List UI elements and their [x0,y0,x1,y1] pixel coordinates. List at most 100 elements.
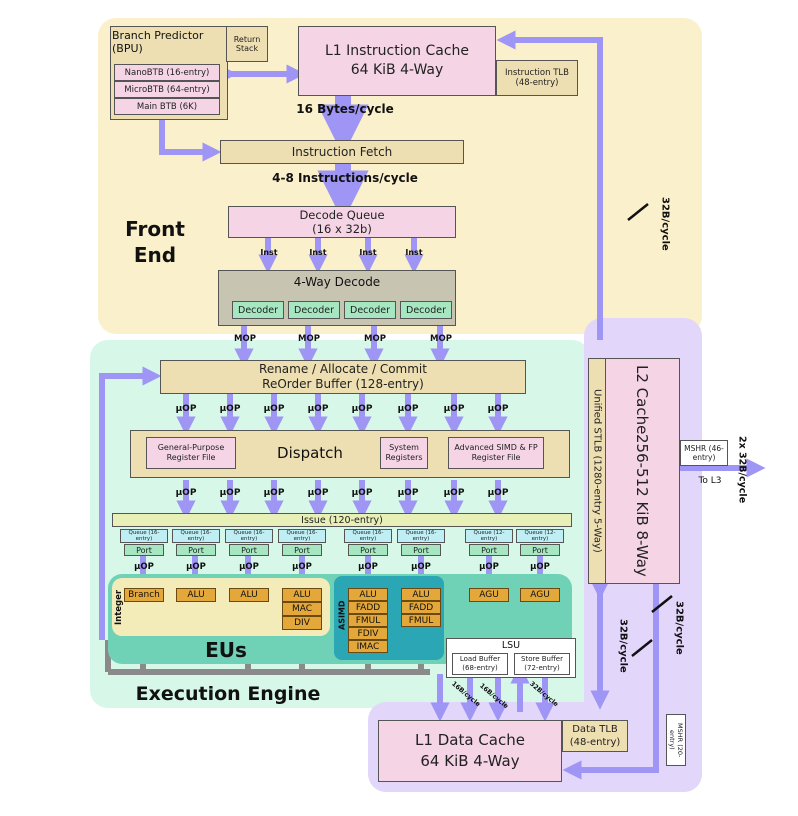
decoder-unit: Decoder [288,301,340,319]
branch-predictor-title: Branch Predictor (BPU) [112,29,204,55]
uop-label: μOP [134,561,154,572]
decoder-unit: Decoder [344,301,396,319]
front-end-label: Front End [112,214,198,270]
fmul-unit: FMUL [348,614,388,627]
issue-queue-bar: Issue (120-entry) [112,513,572,527]
decode-queue-size: (16 x 32b) [312,222,372,236]
mop-label: MOP [430,334,452,344]
l3-bandwidth-text: 2x 32B/cycle [736,436,748,504]
l2-cache: L2 Cache 256-512 KiB 8-Way [604,358,680,584]
mac-unit: MAC [282,602,322,616]
uop-label: μOP [263,404,285,414]
issue-port: Port [229,544,269,556]
uop-label: μOP [307,488,329,498]
l3-bandwidth-label: 2x 32B/cycle [734,420,750,520]
l2-l1d-bandwidth-label: 32B/cycle [670,590,688,666]
instruction-fetch: Instruction Fetch [220,140,464,164]
simd-fp-register-file: Advanced SIMD & FP Register File [448,437,544,469]
fmul-unit: FMUL [401,614,441,627]
simd-alu-unit: ALU [348,588,388,601]
uop-label: μOP [219,404,241,414]
simd-alu-unit: ALU [401,588,441,601]
inst-label: Inst [359,247,377,257]
l2-size: 256-512 KiB 8-Way [633,434,651,578]
uop-label: μOP [479,561,499,572]
inst-label: Inst [309,247,327,257]
issue-queue: Queue (16-entry) [397,529,445,543]
decoder-unit: Decoder [232,301,284,319]
uop-label: μOP [263,488,285,498]
alu-unit: ALU [176,588,216,602]
branch-unit: Branch [124,588,164,602]
lsu-title: LSU [501,639,521,651]
issue-queue: Queue (16-entry) [120,529,168,543]
l1-instruction-cache: L1 Instruction Cache 64 KiB 4-Way [298,26,496,96]
data-tlb: Data TLB (48-entry) [562,720,628,752]
uop-label: μOP [443,404,465,414]
mshr-l1d: MSHR (20-entry) [666,714,686,766]
l1i-l2-bandwidth-text: 32B/cycle [659,197,671,251]
micro-btb: MicroBTB (64-entry) [114,81,220,98]
uop-label: μOP [219,488,241,498]
to-l3-label: To L3 [698,476,722,486]
issue-queue: Queue (12-entry) [516,529,564,543]
l2-l1d-bandwidth-text: 32B/cycle [673,601,685,655]
bytes-per-cycle-label: 16 Bytes/cycle [296,102,394,116]
uop-label: μOP [487,488,509,498]
front-end-word1: Front [125,217,185,241]
decode-queue: Decode Queue (16 x 32b) [228,206,456,238]
issue-queue: Queue (16-entry) [278,529,326,543]
uop-label: μOP [358,561,378,572]
load-buffer: Load Buffer (68-entry) [452,653,508,675]
decode-queue-title: Decode Queue [299,208,385,222]
mshr-l1d-label: MSHR (20-entry) [668,722,684,758]
store-buffer: Store Buffer (72-entry) [514,653,570,675]
issue-port: Port [520,544,560,556]
issue-port: Port [469,544,509,556]
uop-label: μOP [397,488,419,498]
return-stack-box: Return Stack [226,26,268,62]
l1i-l2-bandwidth-label: 32B/cycle [656,186,674,262]
l1d-title: L1 Data Cache [415,731,525,749]
instructions-per-cycle-label: 4-8 Instructions/cycle [272,171,418,185]
decoder-unit: Decoder [400,301,452,319]
eus-label: EUs [205,638,247,662]
system-registers: System Registers [380,437,428,469]
rename-title: Rename / Allocate / Commit [259,362,427,376]
front-end-word2: End [133,243,177,267]
l1i-size: 64 KiB 4-Way [350,62,444,78]
uop-label: μOP [186,561,206,572]
uop-label: μOP [239,561,259,572]
mshr-l2: MSHR (46-entry) [680,440,728,466]
issue-port: Port [401,544,441,556]
issue-queue: Queue (16-entry) [344,529,392,543]
uop-label: μOP [411,561,431,572]
alu-unit: ALU [282,588,322,602]
uop-label: μOP [292,561,312,572]
mop-label: MOP [234,334,256,344]
uop-label: μOP [351,488,373,498]
uop-label: μOP [443,488,465,498]
rob-title: ReOrder Buffer (128-entry) [262,377,424,391]
uop-label: μOP [175,488,197,498]
asimd-label: ASIMD [337,600,347,630]
dispatch-title: Dispatch [277,444,343,462]
l2-title: L2 Cache [633,364,651,435]
div-unit: DIV [282,616,322,630]
issue-queue: Queue (16-entry) [172,529,220,543]
agu-unit: AGU [520,588,560,602]
uop-label: μOP [397,404,419,414]
rename-allocate-commit: Rename / Allocate / Commit ReOrder Buffe… [160,360,526,394]
l1-data-cache: L1 Data Cache 64 KiB 4-Way [378,720,562,782]
inst-label: Inst [405,247,423,257]
issue-queue: Queue (12-entry) [465,529,513,543]
unified-stlb: Unified STLB (1280-entry 5-Way) [588,358,606,584]
mop-label: MOP [364,334,386,344]
imac-unit: IMAC [348,640,388,653]
issue-port: Port [124,544,164,556]
fadd-unit: FADD [348,601,388,614]
l1i-title: L1 Instruction Cache [324,43,470,59]
l1d-l2-bandwidth-text: 32B/cycle [617,619,629,673]
issue-port: Port [282,544,322,556]
uop-label: μOP [307,404,329,414]
